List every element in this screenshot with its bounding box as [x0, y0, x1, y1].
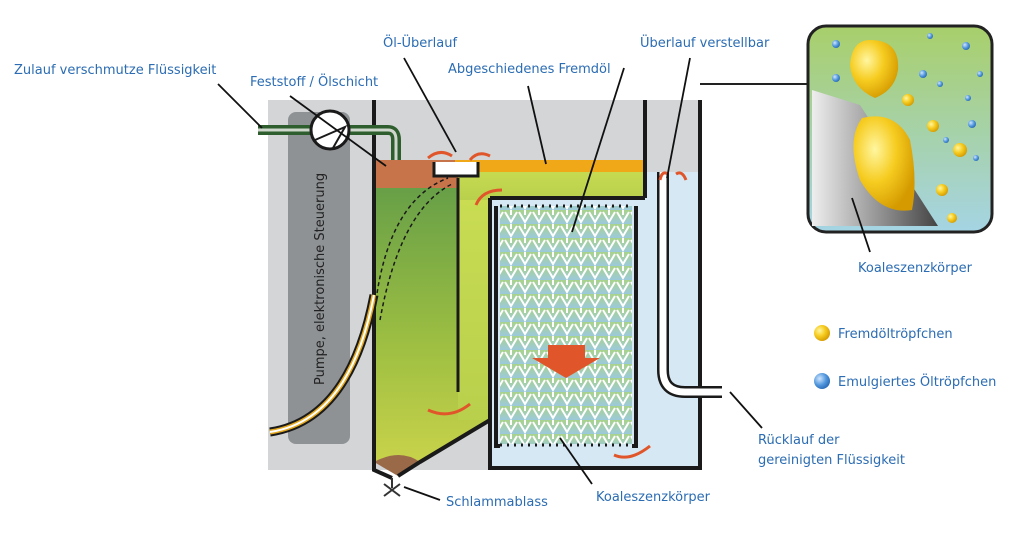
- legend: Fremdöltröpfchen Emulgiertes Öltröpfchen: [814, 325, 996, 390]
- large-oil-droplet: [850, 40, 899, 98]
- pump-symbol: [314, 124, 348, 149]
- hidden-hose-path: [375, 177, 453, 321]
- legend-emulsified-droplet-icon: [814, 373, 830, 389]
- label-coalescer-main: Koaleszenzkörper: [596, 490, 711, 505]
- left-tank-wall: [372, 100, 492, 480]
- clean-liquid-top: [645, 172, 700, 202]
- downflow-arrow-icon: [532, 345, 600, 378]
- label-separated-oil: Abgeschiedenes Fremdöl: [448, 62, 611, 77]
- pump-control-unit: [288, 112, 350, 444]
- tank-walls: [488, 100, 702, 470]
- inlet-pipe-highlight: [258, 128, 398, 160]
- label-return-line1: Rücklauf der: [758, 433, 840, 448]
- coalescer-body: [500, 206, 632, 444]
- legend-label: Fremdöltröpfchen: [838, 327, 953, 342]
- separated-oil-layer: [455, 160, 645, 172]
- pre-separation-zone: [458, 168, 645, 200]
- label-return-line2: gereinigten Flüssigkeit: [758, 453, 905, 468]
- droplets: [832, 33, 983, 223]
- label-solids-oil-layer: Feststoff / Ölschicht: [250, 73, 378, 90]
- label-sludge-drain: Schlammablass: [446, 495, 548, 510]
- suction-hose-core: [269, 294, 375, 433]
- label-coalescer-inset: Koaleszenzkörper: [858, 261, 973, 276]
- label-adjustable-overflow: Überlauf verstellbar: [640, 34, 770, 51]
- sludge-drain-valve: [383, 478, 401, 497]
- return-pipe-inner: [659, 172, 722, 396]
- pre-separation-zone-side: [458, 200, 490, 420]
- label-oil-overflow: Öl-Überlauf: [383, 34, 457, 51]
- sludge: [374, 455, 420, 476]
- flow-arrows: [427, 151, 688, 459]
- oil-overflow-weir: [432, 162, 480, 178]
- coalescer-perforations: [500, 204, 632, 447]
- legend-label: Emulgiertes Öltröpfchen: [838, 373, 996, 390]
- label-inlet: Zulauf verschmutze Flüssigkeit: [14, 63, 216, 78]
- coalesced-oil-droplet: [853, 116, 915, 211]
- label-pump-control: Pumpe, elektronische Steuerung: [313, 173, 328, 385]
- pump-icon: [309, 109, 351, 151]
- legend-oil-droplet-icon: [814, 325, 830, 341]
- leader-lines: [217, 57, 871, 501]
